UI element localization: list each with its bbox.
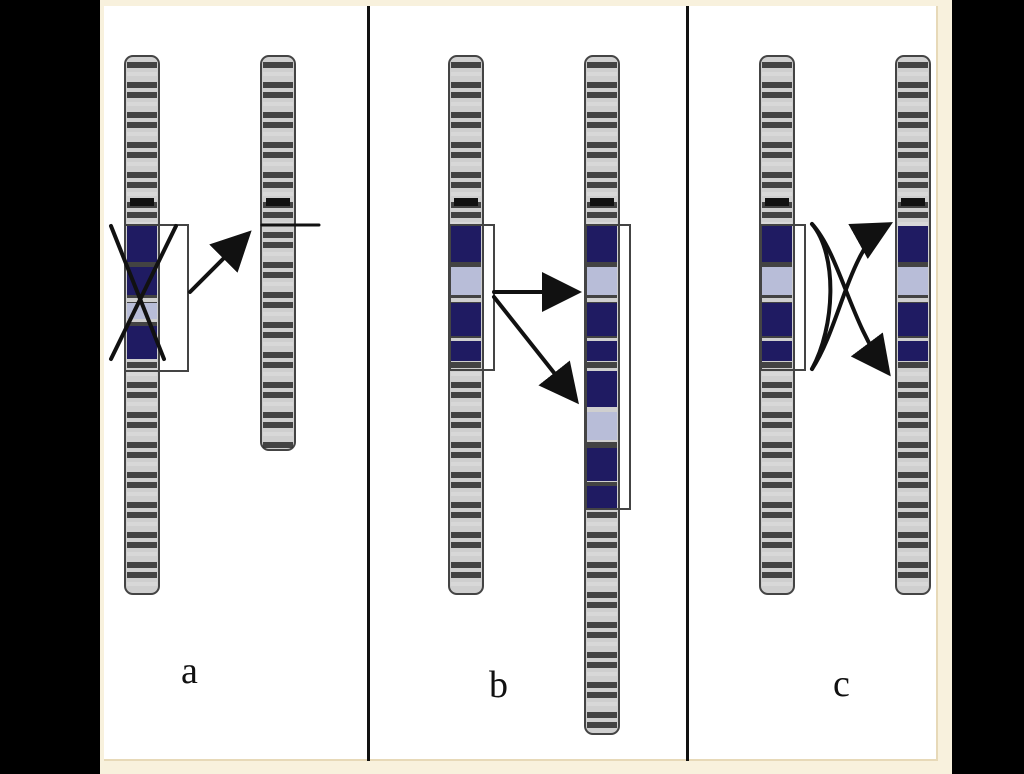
panel-divider-b-c bbox=[686, 6, 689, 761]
panel-label-c: c bbox=[833, 663, 850, 705]
panel-divider-a-b bbox=[367, 6, 370, 761]
panel-label-b: b bbox=[489, 664, 508, 706]
panel-area bbox=[104, 6, 938, 761]
panel-label-a: a bbox=[181, 650, 198, 692]
